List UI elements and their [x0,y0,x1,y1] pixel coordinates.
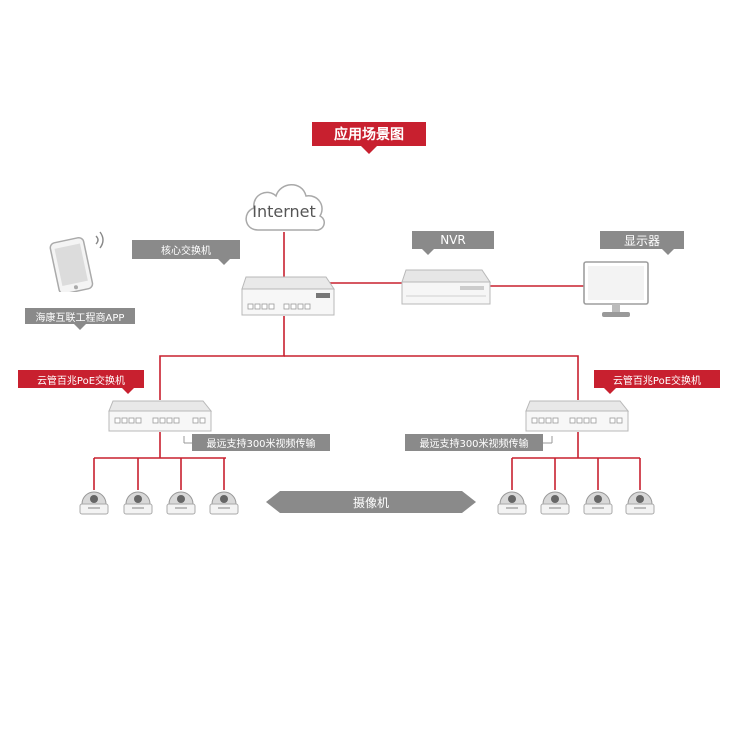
poe-switch-left-icon [108,400,213,432]
dome-camera-icon [497,491,527,515]
link-core-distribution [159,316,285,400]
dome-camera-icon [123,491,153,515]
nvr-label: NVR [412,231,494,255]
poe-switch-right-label: 云管百兆PoE交换机 [594,370,720,394]
diagram-title: 应用场景图 [312,122,426,146]
poe-switch-left-label: 云管百兆PoE交换机 [18,370,144,394]
title-pointer [361,146,377,154]
transmission-right-label: 最远支持300米视频传输 [405,434,543,451]
camera-label: 摄像机 [352,495,389,510]
transmission-left-label: 最远支持300米视频传输 [192,434,330,451]
core-switch-icon [241,276,335,316]
internet-label: Internet [252,202,316,221]
dome-camera-icon [209,491,239,515]
app-label: 海康互联工程商APP [25,308,135,330]
dome-camera-icon [625,491,655,515]
dome-camera-icon [79,491,109,515]
internet-cloud-icon [245,184,325,231]
wifi-signal-icon [95,231,104,249]
dome-camera-icon [540,491,570,515]
link-core-distribution-right [284,355,579,400]
core-switch-label: 核心交换机 [132,240,240,265]
camera-double-arrow [266,491,476,513]
dome-camera-icon [166,491,196,515]
poe-switch-right-icon [525,400,630,432]
monitor-label: 显示器 [600,231,684,255]
dome-camera-icon [583,491,613,515]
monitor-icon [583,261,649,317]
smartphone-icon [49,231,104,292]
nvr-icon [401,269,491,305]
